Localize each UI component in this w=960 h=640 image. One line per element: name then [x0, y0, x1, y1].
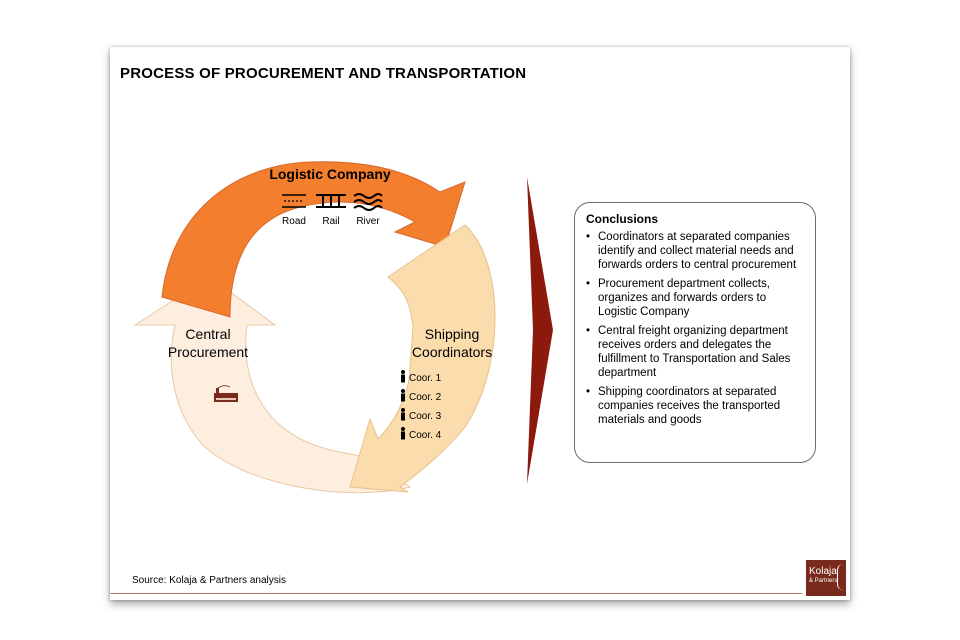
process-cycle-diagram: Logistic Company Road Rail River Shippin…: [133, 161, 553, 494]
person-icon: [401, 427, 405, 440]
central-label-line1: Central: [185, 326, 230, 342]
coordinator-label: Coor. 3: [409, 411, 442, 422]
footer-divider: [110, 593, 802, 594]
shipping-label-line1: Shipping: [425, 326, 480, 342]
logo-subtitle: & Partners: [809, 578, 838, 584]
chevron-divider: [527, 177, 553, 484]
river-label: River: [356, 216, 380, 227]
list-item: Coordinators at separated companies iden…: [586, 230, 805, 272]
source-note: Source: Kolaja & Partners analysis: [132, 575, 286, 586]
logistic-company-label: Logistic Company: [269, 166, 391, 182]
factory-icon: [214, 385, 238, 402]
person-icon: [401, 408, 405, 421]
conclusions-box: Conclusions Coordinators at separated co…: [574, 202, 816, 463]
central-label-line2: Procurement: [168, 344, 248, 360]
page-title: PROCESS OF PROCUREMENT AND TRANSPORTATIO…: [120, 65, 527, 82]
logo-name: Kolaja: [809, 566, 837, 577]
conclusions-heading: Conclusions: [586, 212, 659, 226]
logo-bracket: [837, 564, 843, 590]
coordinator-label: Coor. 4: [409, 430, 442, 441]
road-icon: [282, 194, 306, 208]
list-item: Procurement department collects, organiz…: [586, 277, 805, 319]
person-icon: [401, 370, 405, 383]
road-label: Road: [282, 216, 306, 227]
shipping-label-line2: Coordinators: [412, 344, 492, 360]
kolaja-logo: Kolaja & Partners: [806, 560, 846, 596]
coordinator-label: Coor. 1: [409, 373, 442, 384]
central-procurement-arrow: [133, 276, 412, 494]
list-item: Shipping coordinators at separated compa…: [586, 385, 805, 427]
river-icon: [353, 193, 383, 211]
list-item: Central freight organizing department re…: [586, 324, 805, 380]
shipping-coordinators-arrow: [349, 224, 496, 493]
conclusions-list: Coordinators at separated companies iden…: [586, 230, 805, 427]
coordinator-label: Coor. 2: [409, 392, 442, 403]
slide: PROCESS OF PROCUREMENT AND TRANSPORTATIO…: [110, 47, 850, 600]
person-icon: [401, 389, 405, 402]
rail-label: Rail: [322, 216, 339, 227]
logistic-company-arrow: [161, 161, 466, 318]
rail-icon: [316, 194, 346, 208]
